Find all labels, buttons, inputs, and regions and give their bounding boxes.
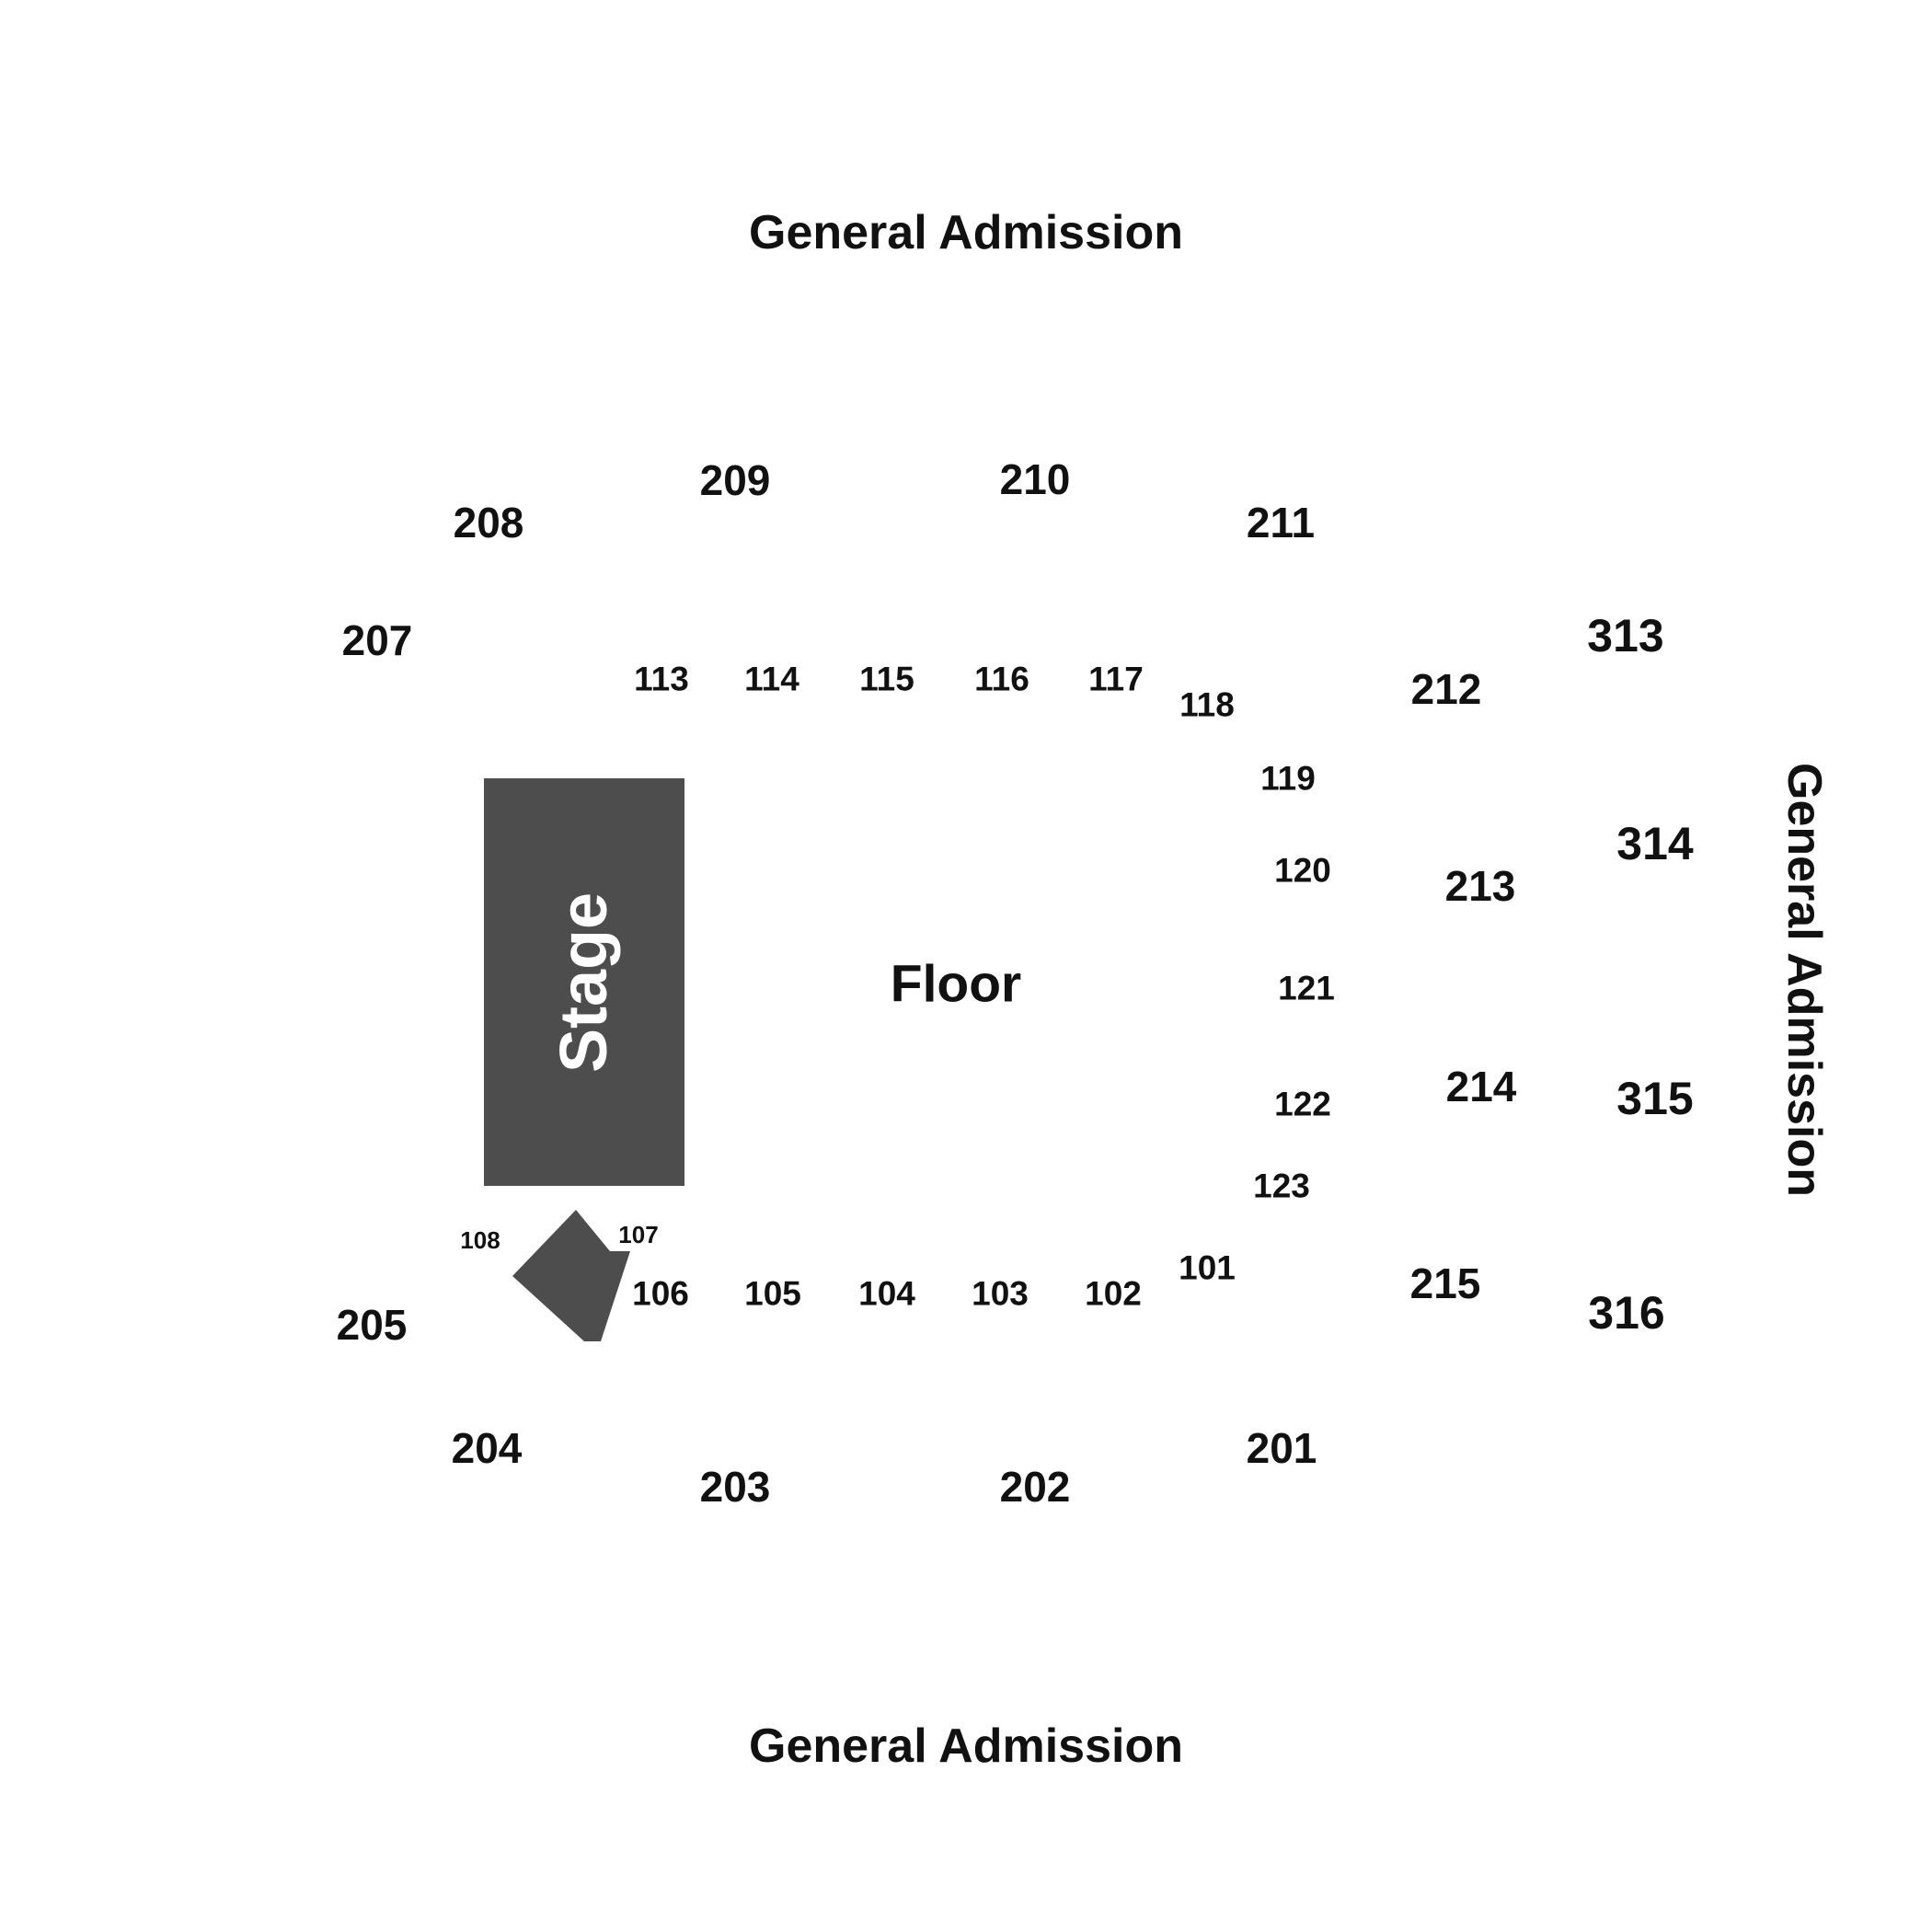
section-113[interactable]: 113	[634, 660, 689, 698]
section-213[interactable]: 213	[1444, 862, 1516, 910]
section-102[interactable]: 102	[1085, 1274, 1142, 1313]
platform-polygon	[512, 1210, 630, 1341]
section-204[interactable]: 204	[451, 1424, 523, 1472]
section-202[interactable]: 202	[999, 1463, 1071, 1511]
section-314[interactable]: 314	[1616, 818, 1694, 869]
section-122[interactable]: 122	[1274, 1085, 1331, 1123]
section-210[interactable]: 210	[999, 455, 1071, 503]
section-205[interactable]: 205	[336, 1301, 408, 1349]
section-203[interactable]: 203	[699, 1463, 771, 1511]
section-209[interactable]: 209	[699, 456, 771, 504]
section-316[interactable]: 316	[1588, 1287, 1665, 1339]
section-119[interactable]: 119	[1260, 759, 1316, 798]
section-208[interactable]: 208	[453, 499, 524, 546]
section-315[interactable]: 315	[1616, 1073, 1694, 1124]
section-207[interactable]: 207	[341, 616, 413, 664]
section-121[interactable]: 121	[1278, 969, 1335, 1007]
general-admission-top[interactable]: General Admission	[749, 206, 1183, 259]
section-115[interactable]: 115	[859, 660, 914, 698]
section-201[interactable]: 201	[1246, 1424, 1317, 1472]
general-admission-bottom[interactable]: General Admission	[749, 1719, 1183, 1773]
section-214[interactable]: 214	[1445, 1063, 1517, 1110]
section-106[interactable]: 106	[632, 1274, 689, 1313]
stage: Stage	[484, 778, 684, 1186]
section-103[interactable]: 103	[972, 1274, 1029, 1313]
section-120[interactable]: 120	[1274, 851, 1331, 890]
section-101[interactable]: 101	[1179, 1248, 1236, 1287]
section-114[interactable]: 114	[744, 660, 799, 698]
section-108[interactable]: 108	[460, 1226, 500, 1254]
section-118[interactable]: 118	[1179, 685, 1235, 724]
section-212[interactable]: 212	[1410, 665, 1482, 713]
section-117[interactable]: 117	[1088, 660, 1144, 698]
section-313[interactable]: 313	[1587, 610, 1664, 661]
section-123[interactable]: 123	[1253, 1167, 1310, 1205]
floor-section[interactable]: Floor	[890, 954, 1022, 1014]
section-104[interactable]: 104	[858, 1274, 915, 1313]
section-107[interactable]: 107	[618, 1221, 659, 1248]
section-215[interactable]: 215	[1409, 1259, 1481, 1307]
section-116[interactable]: 116	[974, 660, 1029, 698]
section-105[interactable]: 105	[744, 1274, 801, 1313]
section-211[interactable]: 211	[1246, 499, 1316, 546]
